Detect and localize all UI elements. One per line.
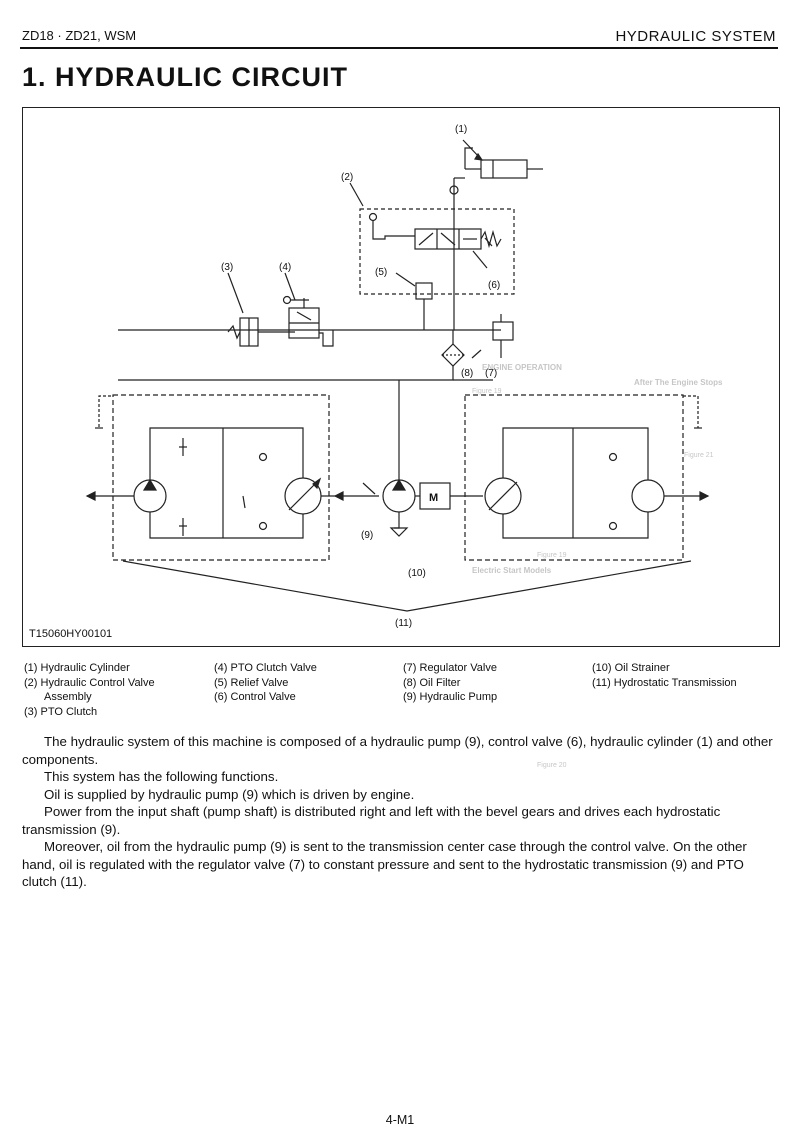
paragraph: Power from the input shaft (pump shaft) … [22,804,721,837]
legend-column-2: (4) PTO Clutch Valve (5) Relief Valve (6… [214,661,317,705]
label-2: (2) [341,172,353,183]
hst-bracket [122,560,692,612]
label-3: (3) [221,262,233,273]
paragraph: Oil is supplied by hydraulic pump (9) wh… [44,786,415,802]
legend-column-1: (1) Hydraulic Cylinder (2) Hydraulic Con… [24,661,155,719]
regulator-valve-symbol [492,314,514,358]
legend-item: (9) Hydraulic Pump [403,691,498,703]
header-section: HYDRAULIC SYSTEM [615,28,776,45]
hst-right-box [464,394,684,561]
label-5: (5) [375,267,387,278]
paragraph: Moreover, oil from the hydraulic pump (9… [22,839,747,889]
page-title: 1. HYDRAULIC CIRCUIT [22,62,349,92]
legend-column-4: (10) Oil Strainer (11) Hydrostatic Trans… [592,661,737,690]
hydraulic-circuit-figure: (1) (2) (3) (4) (5) (6) (7) (8) (9) (10)… [22,107,780,647]
hst-left-box [112,394,330,561]
legend-item: Assembly [44,691,92,703]
legend-item: (6) Control Valve [214,691,296,703]
label-8: (8) [461,368,473,379]
figure-code: T15060HY00101 [29,628,113,640]
label-10: (10) [408,568,426,579]
label-4: (4) [279,262,291,273]
description-text: The hydraulic system of this machine is … [22,733,778,891]
control-valve-assembly-box [359,208,515,295]
legend-item: (5) Relief Valve [214,676,289,689]
control-valve-symbol [368,212,502,250]
hydraulic-circuit-diagram [85,139,710,612]
legend-item: (7) Regulator Valve [403,662,497,674]
hydraulic-cylinder-symbol [462,139,543,179]
legend-item: (2) Hydraulic Control Valve [24,676,155,689]
label-7: (7) [485,368,497,379]
page-number: 4-M1 [385,1113,415,1127]
paragraph: The hydraulic system of this machine is … [22,734,773,767]
legend-item: (8) Oil Filter [403,676,461,689]
legend-column-3: (7) Regulator Valve (8) Oil Filter (9) H… [403,661,497,705]
pto-clutch-symbol [227,272,295,347]
label-9: (9) [361,530,373,541]
header-model: ZD18 · ZD21, WSM [22,28,137,43]
header-rule [20,47,778,49]
legend-item: (10) Oil Strainer [592,662,670,674]
label-6: (6) [488,280,500,291]
legend-item: (11) Hydrostatic Transmission [592,676,737,689]
pto-clutch-valve-symbol [282,272,334,347]
oil-strainer-symbol [389,527,409,537]
paragraph: This system has the following functions. [44,769,279,784]
label-1: (1) [455,124,467,135]
legend-item: (3) PTO Clutch [24,705,98,718]
legend-item: (4) PTO Clutch Valve [214,662,317,674]
label-11: (11) [395,618,412,629]
motor-label: M [429,492,438,504]
legend-item: (1) Hydraulic Cylinder [24,662,130,674]
